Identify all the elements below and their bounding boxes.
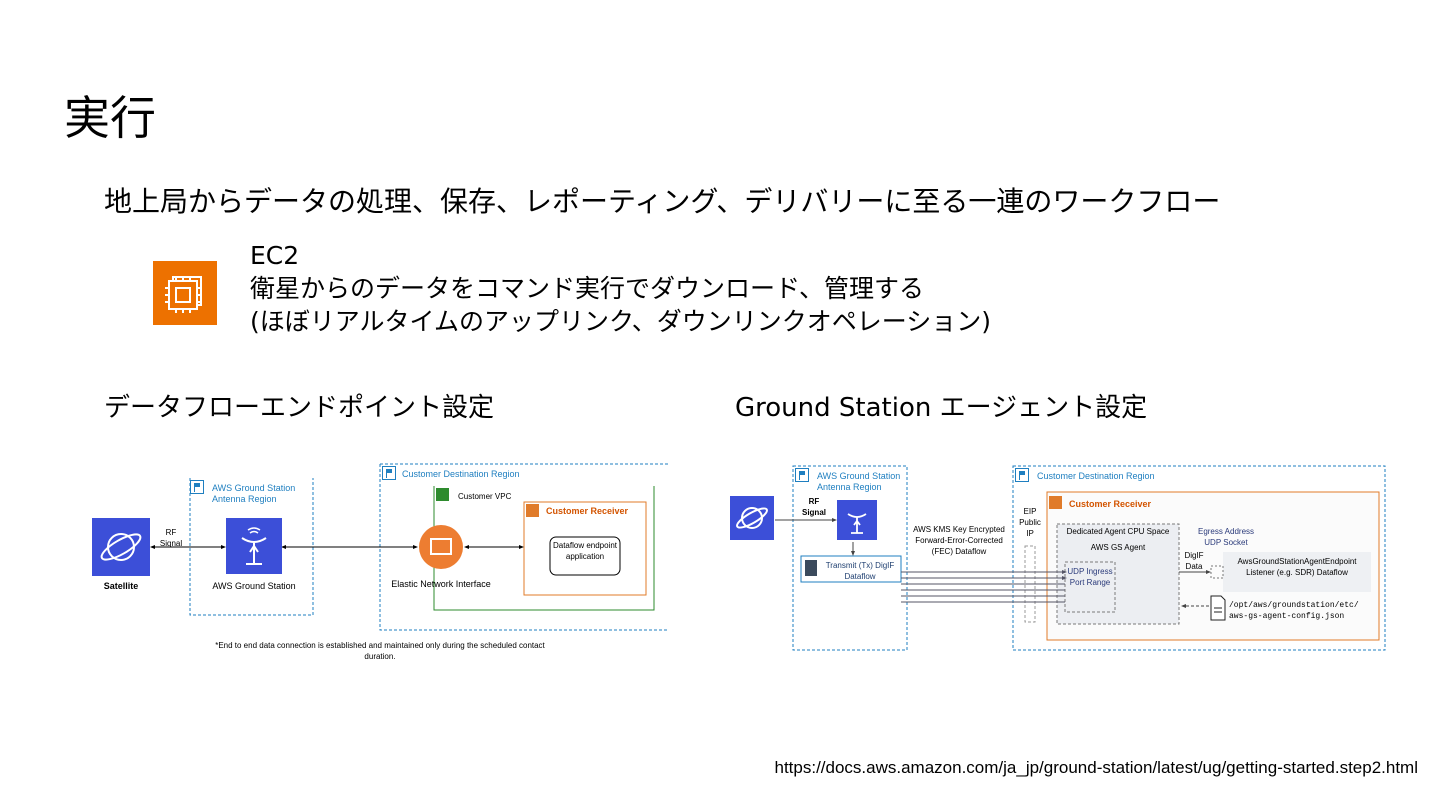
eni-label: Elastic Network Interface — [391, 579, 491, 589]
ec2-label: EC2 — [250, 241, 300, 270]
transmit-label: Transmit (Tx) DigIF Dataflow — [825, 561, 895, 581]
right-heading: Ground Station エージェント設定 — [735, 393, 1148, 423]
listener-label: AwsGroundStationAgentEndpoint Listener (… — [1237, 557, 1357, 577]
left-rf-signal-label: RF Signal — [159, 528, 183, 548]
vpc-cloud-icon — [436, 488, 449, 501]
receiver-icon — [526, 504, 539, 517]
kms-dataflow-label: AWS KMS Key Encrypted Forward-Error-Corr… — [913, 525, 1005, 556]
ec2-line-1: 衛星からのデータをコマンド実行でダウンロード、管理する — [250, 274, 925, 303]
right-rf-signal-label: RF Signal — [801, 497, 826, 517]
right-antenna-region-label: AWS Ground Station Antenna Region — [817, 471, 901, 492]
region-flag-icon — [382, 466, 396, 480]
receiver-icon — [1049, 496, 1062, 509]
udp-port-range-label: UDP Ingress Port Range — [1067, 567, 1113, 587]
region-flag-icon — [1015, 468, 1029, 482]
ground-station-antenna-icon — [837, 500, 877, 540]
ground-station-agent-diagram: AWS Ground Station Antenna Region RF Sig… — [725, 462, 1390, 656]
left-dest-region-label: Customer Destination Region — [402, 469, 520, 479]
left-ground-station-label: AWS Ground Station — [212, 581, 296, 591]
right-receiver-label: Customer Receiver — [1069, 499, 1152, 509]
transmit-icon — [805, 560, 817, 576]
egress-label: Egress Address UDP Socket — [1197, 527, 1255, 547]
left-footnote: *End to end data connection is establish… — [215, 641, 545, 661]
right-diagram-connectors — [775, 465, 1386, 651]
ground-station-antenna-icon — [226, 518, 282, 574]
right-dest-region-label: Customer Destination Region — [1037, 471, 1155, 481]
satellite-icon — [92, 518, 150, 576]
left-heading: データフローエンドポイント設定 — [104, 393, 495, 423]
config-path-label: /opt/aws/groundstation/etc/ aws-gs-agent… — [1229, 601, 1359, 621]
region-flag-icon — [795, 468, 809, 482]
ec2-description: EC2 衛星からのデータをコマンド実行でダウンロード、管理する (ほぼリアルタイ… — [250, 239, 991, 338]
satellite-label: Satellite — [103, 581, 139, 591]
left-receiver-label: Customer Receiver — [546, 506, 629, 516]
ec2-chip-icon — [153, 261, 217, 325]
source-url[interactable]: https://docs.aws.amazon.com/ja_jp/ground… — [774, 758, 1418, 777]
cpu-space-label: Dedicated Agent CPU Space — [1066, 527, 1170, 536]
dataflow-endpoint-diagram: AWS Ground Station Antenna Region Custom… — [80, 460, 680, 670]
eip-label: EIP Public IP — [1019, 507, 1041, 538]
gs-agent-label: AWS GS Agent — [1090, 543, 1146, 552]
ec2-line-2: (ほぼリアルタイムのアップリンク、ダウンリンクオペレーション) — [250, 307, 992, 336]
left-diagram-connectors — [150, 463, 668, 631]
satellite-icon — [730, 496, 774, 540]
slide-subtitle: 地上局からデータの処理、保存、レポーティング、デリバリーに至る一連のワークフロー — [104, 185, 1221, 218]
left-vpc-label: Customer VPC — [458, 492, 512, 501]
slide-title: 実行 — [64, 91, 156, 145]
left-antenna-region-label: AWS Ground Station Antenna Region — [212, 483, 296, 504]
region-flag-icon — [190, 480, 204, 494]
dataflow-app-label: Dataflow endpoint application — [552, 541, 618, 561]
digif-data-label: DigIF Data — [1184, 551, 1204, 571]
